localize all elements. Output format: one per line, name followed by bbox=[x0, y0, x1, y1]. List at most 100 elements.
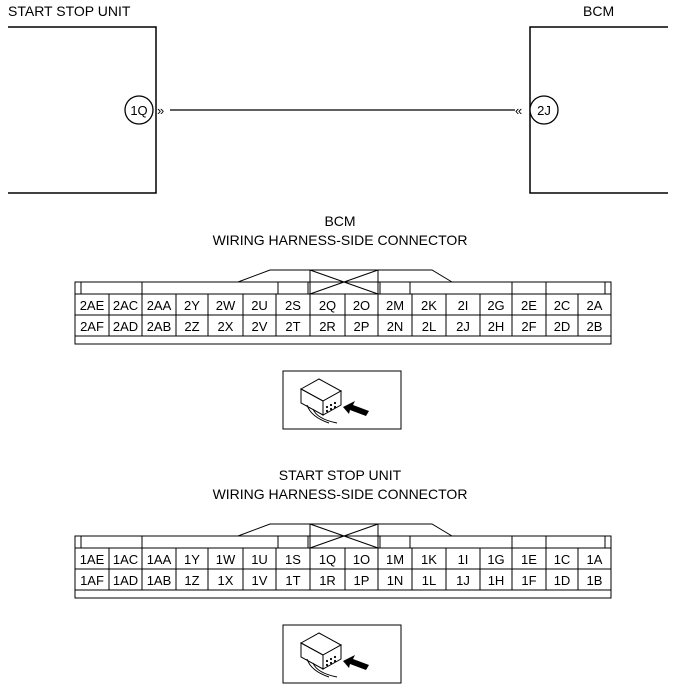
view-arrow-icon bbox=[343, 655, 369, 670]
pin-label: 1U bbox=[251, 552, 268, 567]
pin-label: 2AE bbox=[80, 298, 105, 313]
bcm-unit-label: BCM bbox=[583, 3, 614, 19]
pin-label: 1I bbox=[458, 552, 469, 567]
connector-front-face bbox=[322, 644, 342, 670]
pin-label: 2Y bbox=[184, 298, 200, 313]
pin-dot bbox=[325, 409, 329, 413]
connector-key-profile bbox=[237, 523, 453, 537]
pin-dot bbox=[329, 657, 333, 661]
pin-label: 1Z bbox=[184, 573, 199, 588]
pin-label: 1C bbox=[554, 552, 571, 567]
pin-label: 2W bbox=[216, 298, 236, 313]
pin-label: 1J bbox=[456, 573, 470, 588]
pin-label: 1Y bbox=[184, 552, 200, 567]
pin-label: 2U bbox=[251, 298, 268, 313]
pin-label: 1S bbox=[285, 552, 301, 567]
cavity-cross bbox=[309, 269, 379, 295]
connector-view-icon bbox=[282, 370, 402, 430]
connector-frame bbox=[74, 281, 612, 345]
pin-label: 1E bbox=[521, 552, 537, 567]
pin-label: 1G bbox=[487, 552, 504, 567]
pin-label: 2X bbox=[218, 319, 234, 334]
cavity-cross bbox=[309, 523, 379, 549]
terminal-label-left: 1Q bbox=[130, 103, 147, 118]
bcm-unit: BCM 2J « bbox=[515, 3, 668, 194]
pin-label: 2G bbox=[487, 298, 504, 313]
connector-frame bbox=[74, 535, 612, 599]
pin-label: 1L bbox=[422, 573, 436, 588]
pin-label: 2F bbox=[521, 319, 536, 334]
pin-label: 2I bbox=[458, 298, 469, 313]
connector-chevron-right: « bbox=[515, 103, 522, 118]
pin-label: 2AF bbox=[80, 319, 104, 334]
connector-subtitle: WIRING HARNESS-SIDE CONNECTOR bbox=[213, 232, 468, 248]
pin-label: 1P bbox=[354, 573, 370, 588]
pin-label: 2H bbox=[488, 319, 505, 334]
latch-notch bbox=[277, 535, 309, 549]
bcm-connector: BCM WIRING HARNESS-SIDE CONNECTOR 2AE 2AF… bbox=[74, 213, 612, 345]
connector-key-profile bbox=[237, 269, 453, 283]
terminal-circle-left bbox=[124, 95, 154, 125]
harness-wires bbox=[306, 658, 338, 678]
pin-label: 2AC bbox=[113, 298, 138, 313]
pin-label: 2C bbox=[554, 298, 571, 313]
harness-wires bbox=[306, 404, 338, 424]
pin-label: 1AD bbox=[113, 573, 138, 588]
start-stop-unit-label: START STOP UNIT bbox=[8, 3, 131, 19]
pin-label: 2Q bbox=[319, 298, 336, 313]
pin-label: 2N bbox=[387, 319, 404, 334]
connector-front-face bbox=[322, 390, 342, 416]
pin-label: 2P bbox=[354, 319, 370, 334]
pin-label: 1AC bbox=[113, 552, 138, 567]
pin-dot bbox=[329, 661, 333, 665]
pin-label: 1AE bbox=[80, 552, 105, 567]
pin-label: 1V bbox=[252, 573, 268, 588]
icon-frame bbox=[282, 624, 402, 684]
pin-label: 2B bbox=[587, 319, 603, 334]
pin-dot bbox=[333, 659, 337, 663]
terminal-label-right: 2J bbox=[537, 103, 551, 118]
pin-label: 1R bbox=[319, 573, 336, 588]
pin-label: 2K bbox=[421, 298, 437, 313]
pin-label: 2AA bbox=[147, 298, 172, 313]
pin-label: 2M bbox=[386, 298, 404, 313]
start-stop-unit: START STOP UNIT 1Q » bbox=[8, 3, 164, 194]
pin-label: 2J bbox=[456, 319, 470, 334]
pin-dot bbox=[333, 405, 337, 409]
latch-notch bbox=[277, 281, 309, 295]
view-arrow-icon bbox=[343, 401, 369, 416]
pin-label: 1F bbox=[521, 573, 536, 588]
pin-label: 1A bbox=[587, 552, 603, 567]
pin-label: 1X bbox=[218, 573, 234, 588]
connector-pins: 1AE1AF1AC1AD1AA1AB1Y1Z1W1X1U1V1S1T1Q1R1O… bbox=[74, 523, 612, 599]
pin-label: 1M bbox=[386, 552, 404, 567]
pin-label: 2S bbox=[285, 298, 301, 313]
pin-label: 1AA bbox=[147, 552, 172, 567]
start-stop-unit-box bbox=[8, 26, 157, 194]
pin-dot bbox=[329, 403, 333, 407]
pin-label: 1O bbox=[353, 552, 370, 567]
pin-label: 1AB bbox=[147, 573, 172, 588]
pin-label: 2V bbox=[252, 319, 268, 334]
pin-label: 2AB bbox=[147, 319, 172, 334]
pin-label: 1H bbox=[488, 573, 505, 588]
connector-pins: 2AE2AF2AC2AD2AA2AB2Y2Z2W2X2U2V2S2T2Q2R2O… bbox=[74, 269, 612, 345]
terminal-circle-right bbox=[529, 95, 559, 125]
pin-label: 2Z bbox=[184, 319, 199, 334]
pin-label: 2R bbox=[319, 319, 336, 334]
connector-view-icon bbox=[282, 624, 402, 684]
pin-label: 2A bbox=[587, 298, 603, 313]
pin-label: 1D bbox=[554, 573, 571, 588]
pin-label: 1AF bbox=[80, 573, 104, 588]
pin-dot bbox=[329, 407, 333, 411]
pin-label: 2E bbox=[521, 298, 537, 313]
pin-label: 2D bbox=[554, 319, 571, 334]
pin-label: 1Q bbox=[319, 552, 336, 567]
pin-dot bbox=[325, 659, 329, 663]
start-stop-unit-connector: START STOP UNIT WIRING HARNESS-SIDE CONN… bbox=[74, 467, 612, 599]
latch-notch bbox=[379, 281, 411, 295]
connector-title: BCM bbox=[324, 213, 355, 229]
pin-label: 1W bbox=[216, 552, 236, 567]
pin-label: 1K bbox=[421, 552, 437, 567]
